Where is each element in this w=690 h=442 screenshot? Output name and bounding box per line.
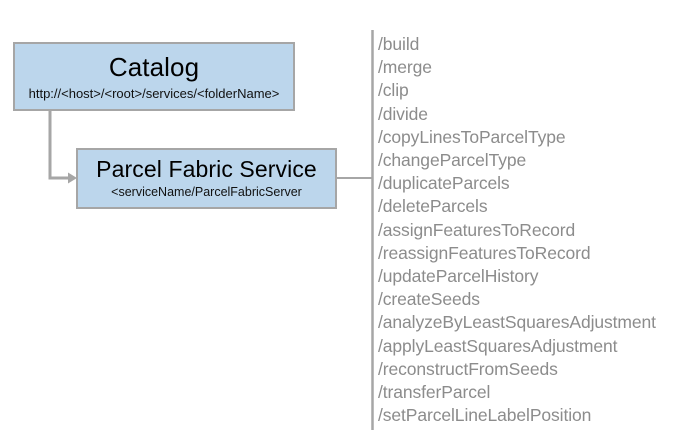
operations-list: /build /merge /clip /divide /copyLinesTo…: [378, 33, 684, 427]
operation-item: /analyzeByLeastSquaresAdjustment: [378, 312, 656, 333]
operation-item: /deleteParcels: [378, 196, 488, 217]
operation-item: /clip: [378, 80, 409, 101]
operation-item: /updateParcelHistory: [378, 266, 539, 287]
operation-item: /setParcelLineLabelPosition: [378, 405, 592, 426]
operation-item: /build: [378, 34, 420, 54]
operation-item: /reassignFeaturesToRecord: [378, 242, 591, 263]
operation-item: /divide: [378, 103, 428, 124]
operation-item: /createSeeds: [378, 289, 480, 310]
operation-item: /copyLinesToParcelType: [378, 126, 566, 147]
operation-item: /duplicateParcels: [378, 173, 510, 194]
operation-item: /changeParcelType: [378, 150, 527, 171]
node-parcel-fabric-service: Parcel Fabric Service <serviceName/Parce…: [76, 148, 337, 209]
operation-item: /merge: [378, 57, 432, 78]
operation-item: /transferParcel: [378, 382, 491, 403]
node-parcel-fabric-service-title: Parcel Fabric Service: [96, 156, 317, 182]
operation-item: /applyLeastSquaresAdjustment: [378, 335, 618, 356]
node-catalog-url: http://<host>/<root>/services/<folderNam…: [28, 85, 280, 101]
operation-item: /assignFeaturesToRecord: [378, 219, 576, 240]
node-catalog-title: Catalog: [108, 51, 200, 82]
operation-item: /reconstructFromSeeds: [378, 358, 558, 379]
connector-catalog-to-parcel-fabric-service: [48, 111, 77, 184]
node-catalog: Catalog http://<host>/<root>/services/<f…: [13, 42, 295, 111]
node-parcel-fabric-service-path: <serviceName/ParcelFabricServer: [111, 185, 302, 199]
